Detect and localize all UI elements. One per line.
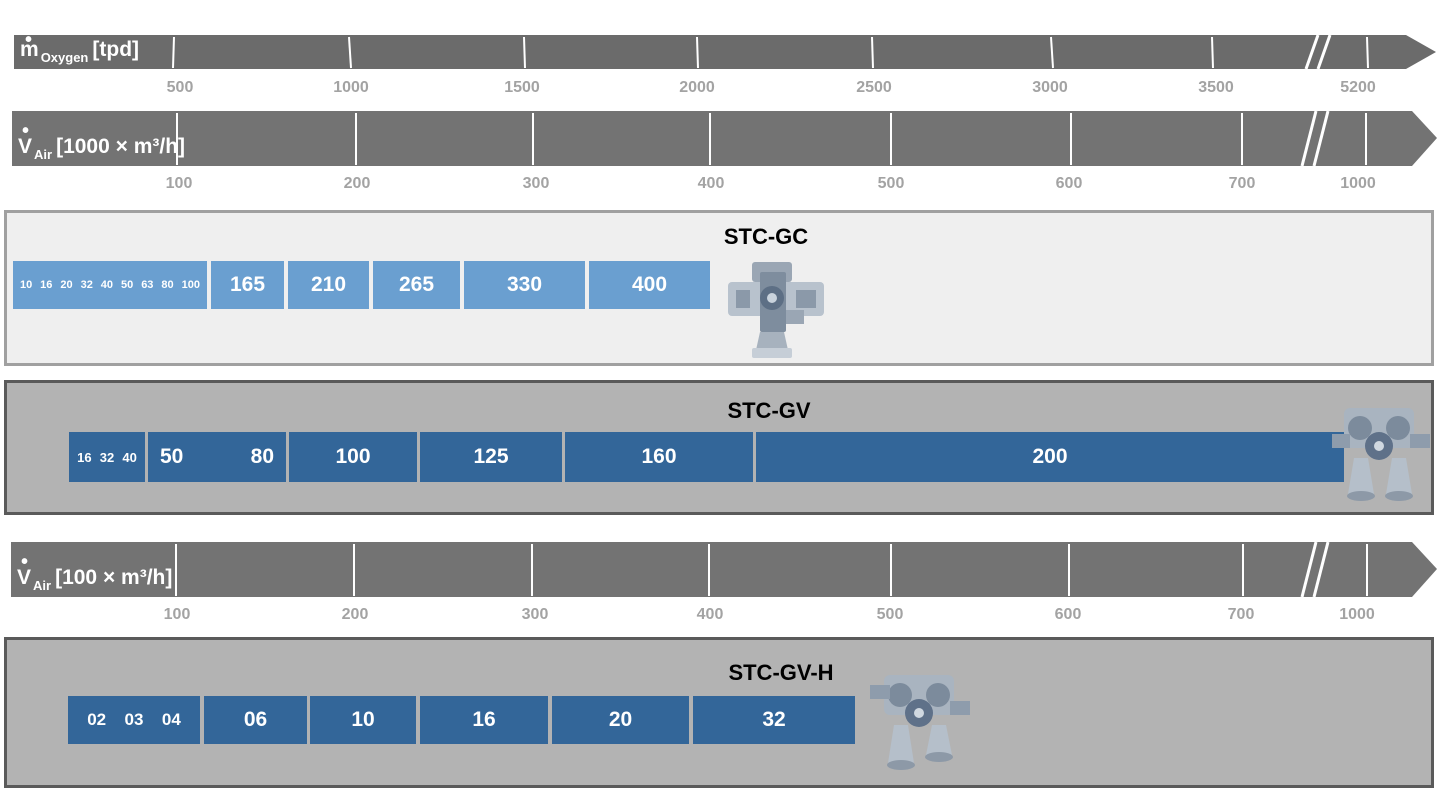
size-label: 63	[141, 279, 154, 291]
size-label: 16	[40, 279, 53, 291]
size-label: 10	[19, 279, 33, 291]
oxygen-tick-label: 3500	[1198, 79, 1234, 96]
stc-gv-h-size-20: 20	[552, 696, 689, 744]
size-label: 80	[161, 279, 174, 291]
oxygen-scale-bar	[14, 34, 1436, 70]
size-label: 32	[80, 279, 93, 291]
size-label: 40	[122, 449, 137, 465]
stc-gv-h-size-32: 32	[693, 696, 855, 744]
oxygen-tick-label: 500	[166, 79, 194, 96]
size-label: 32	[99, 449, 115, 465]
size-label: 02	[87, 710, 107, 729]
oxygen-tick-label: 1000	[333, 79, 369, 96]
air-flow-scale-1000-bar	[12, 110, 1437, 167]
scale-break-icon	[1304, 34, 1332, 70]
stc-gv-size-160: 160	[565, 432, 753, 482]
panel-title: STC-GV-H	[728, 660, 834, 685]
air-flow-tick-label: 400	[696, 606, 724, 623]
air-flow-tick-label: 100	[165, 175, 193, 192]
panel-title: STC-GC	[723, 224, 809, 249]
air-flow-tick-label: 500	[877, 175, 905, 192]
oxygen-tick-label: 1500	[504, 79, 540, 96]
air-flow-tick-label: 1000	[1340, 175, 1376, 192]
air-flow-tick-label: 600	[1055, 175, 1083, 192]
air-flow-tick-label: 100	[163, 606, 191, 623]
stc-gv-h-size-06: 06	[204, 696, 307, 744]
air-flow-tick-label: 700	[1228, 175, 1256, 192]
stc-gc-size-265: 265	[373, 261, 460, 309]
scale-break-icon	[1300, 110, 1330, 167]
air-flow-tick-label: 200	[343, 175, 371, 192]
compressor-icon	[1332, 408, 1430, 501]
oxygen-tick-label: 3000	[1032, 79, 1068, 96]
air-flow-tick-label: 500	[876, 606, 904, 623]
oxygen-tick-label: 2500	[856, 79, 892, 96]
size-label: 04	[161, 710, 181, 729]
stc-gv-h-size-10: 10	[310, 696, 416, 744]
oxygen-tick-label: 2000	[679, 79, 715, 96]
stc-gv-size-125: 125	[420, 432, 562, 482]
stc-gv-size-100: 100	[289, 432, 417, 482]
gear-compressor-icon	[728, 262, 824, 358]
air-flow-tick-label: 600	[1054, 606, 1082, 623]
air-flow-tick-label: 1000	[1339, 606, 1375, 623]
stc-gv-size-50-80: 50 80	[148, 432, 286, 482]
air-flow-tick-label: 300	[522, 175, 550, 192]
size-label: 16	[77, 449, 92, 465]
stc-gv-size-200: 200	[756, 432, 1344, 482]
stc-gc-size-330: 330	[464, 261, 585, 309]
air-flow-tick-label: 200	[341, 606, 369, 623]
size-label: 80	[250, 445, 274, 468]
size-label: 50	[120, 279, 134, 291]
size-label: 100	[181, 279, 200, 291]
size-label: 20	[60, 279, 73, 291]
scale-break-icon	[1300, 541, 1330, 598]
oxygen-tick-label: 5200	[1340, 79, 1376, 96]
stc-gc-small-sizes: 10 16 20 32 40 50 63 80 100	[13, 261, 207, 309]
size-label: 03	[124, 710, 144, 729]
air-flow-scale-100-bar	[11, 541, 1437, 598]
stc-gv-h-small-sizes: 02 03 04	[68, 696, 200, 744]
size-label: 50	[160, 445, 184, 468]
compressor-icon	[870, 675, 970, 770]
air-flow-tick-label: 400	[697, 175, 725, 192]
panel-title: STC-GV	[727, 398, 811, 423]
stc-gv-h-size-16: 16	[420, 696, 548, 744]
air-flow-tick-label: 700	[1227, 606, 1255, 623]
stc-gc-size-165: 165	[211, 261, 284, 309]
air-flow-tick-label: 300	[521, 606, 549, 623]
stc-gc-size-210: 210	[288, 261, 369, 309]
stc-gv-small-sizes: 16 32 40	[69, 432, 145, 482]
stc-gc-size-400: 400	[589, 261, 710, 309]
size-label: 40	[100, 279, 114, 291]
